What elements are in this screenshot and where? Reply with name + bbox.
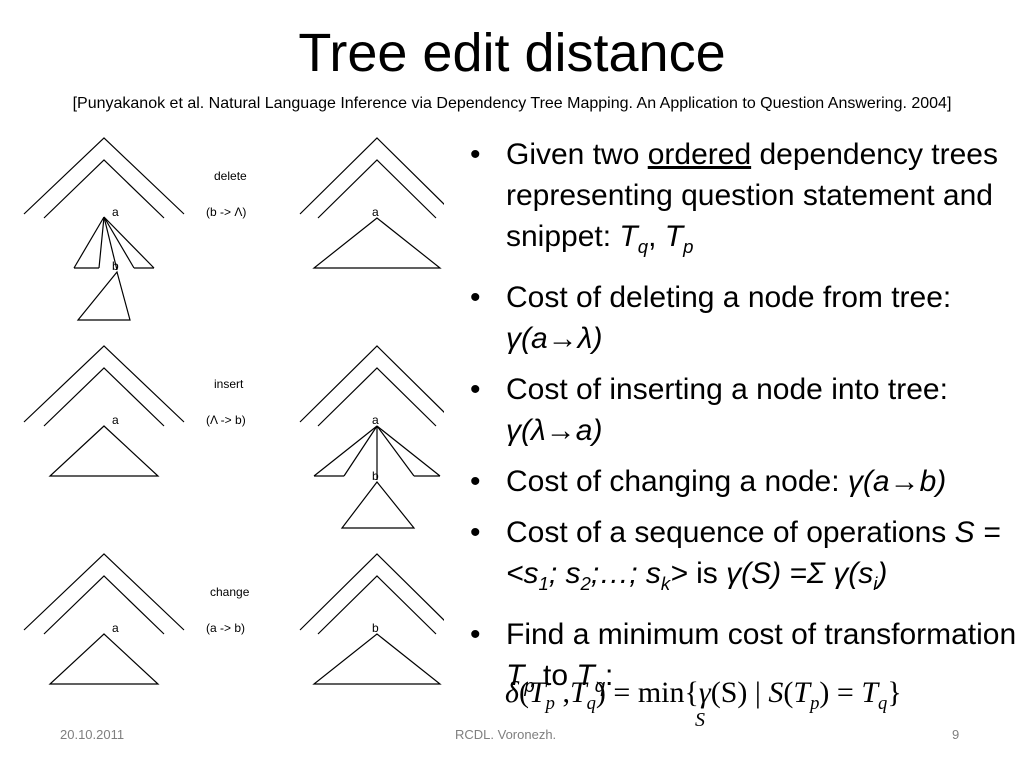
bullet-item: •Given two ordered dependency trees repr… <box>470 134 1022 267</box>
delete-left-label-b: b <box>112 259 119 273</box>
footer-page-number: 9 <box>952 727 960 742</box>
bullet-item: •Find a minimum cost of transformation T… <box>470 614 1022 706</box>
delete-left-tree <box>23 137 185 321</box>
change-left-label-a: a <box>112 621 119 635</box>
footer-venue: RCDL. Voronezh. <box>455 727 557 742</box>
insert-op-formula: (Λ -> b) <box>206 413 246 427</box>
bullet-dot-icon: • <box>470 618 481 651</box>
bullet-item: •Cost of deleting a node from tree: γ(a→… <box>470 277 1022 359</box>
bullet-dot-icon: • <box>470 465 481 498</box>
change-left-tree <box>23 553 185 685</box>
bullet-item: •Cost of changing a node: γ(a→b) <box>470 461 1022 502</box>
bullet-dot-icon: • <box>470 516 481 549</box>
change-right-tree <box>299 553 444 685</box>
tree-edit-diagram: a b a a a b a b delete (b -> Λ) insert (… <box>23 137 444 685</box>
bullet-item: •Cost of inserting a node into tree: γ(λ… <box>470 369 1022 451</box>
min-subscript: S <box>695 709 705 731</box>
insert-left-tree <box>23 345 185 477</box>
bullet-dot-icon: • <box>470 138 481 171</box>
bullet-dot-icon: • <box>470 281 481 314</box>
change-right-label-b: b <box>372 621 379 635</box>
delete-right-label-a: a <box>372 205 379 219</box>
slide-title: Tree edit distance <box>298 23 726 83</box>
min-cost-formula: δ(Tp ,Tq) = min{γ(S) | S(Tp) = Tq}S <box>505 676 902 731</box>
delete-right-tree <box>299 137 444 269</box>
bullet-list: •Given two ordered dependency trees repr… <box>470 134 1022 716</box>
bullet-dot-icon: • <box>470 373 481 406</box>
insert-right-label-b: b <box>372 469 379 483</box>
footer-date: 20.10.2011 <box>60 727 125 742</box>
change-op-label: change <box>210 585 250 599</box>
insert-right-label-a: a <box>372 413 379 427</box>
delete-op-formula: (b -> Λ) <box>206 205 246 219</box>
change-op-formula: (a -> b) <box>206 621 245 635</box>
insert-op-label: insert <box>214 377 244 391</box>
bullet-item: •Cost of a sequence of operations S = <s… <box>470 512 1022 604</box>
insert-right-tree <box>299 345 444 529</box>
delete-op-label: delete <box>214 169 247 183</box>
insert-left-label-a: a <box>112 413 119 427</box>
delete-left-label-a: a <box>112 205 119 219</box>
citation: [Punyakanok et al. Natural Language Infe… <box>72 95 952 112</box>
